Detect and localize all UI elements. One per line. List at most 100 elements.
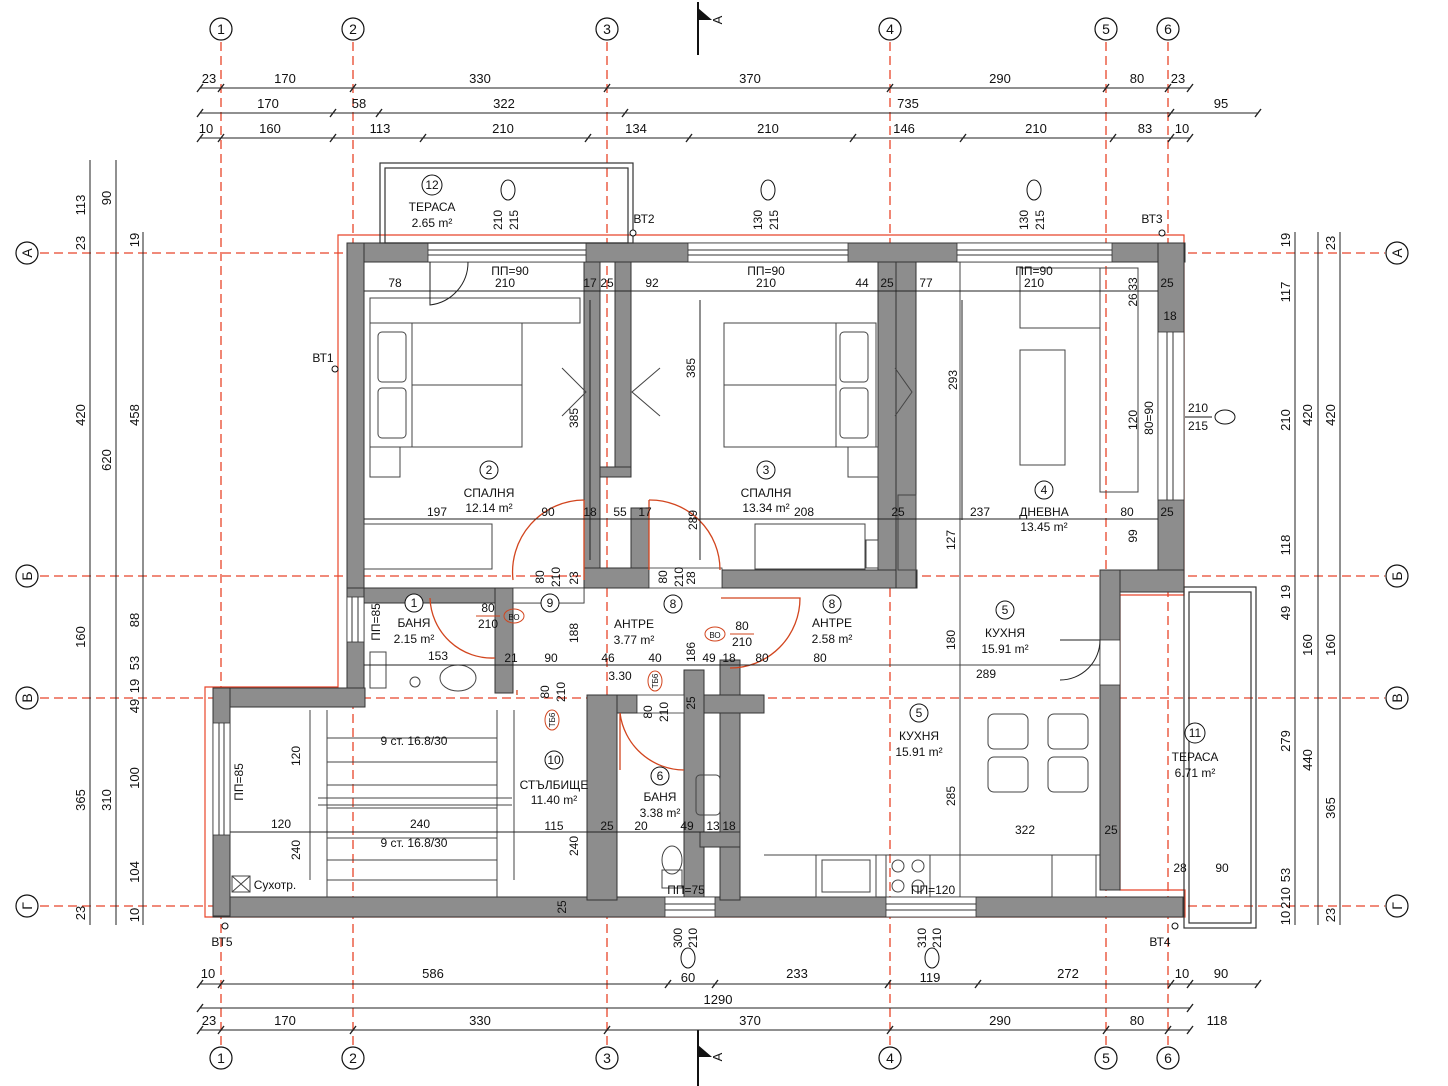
room-6-number: 6 [657,769,664,783]
dimensions-left: 113 420 160 365 23 23 90 620 310 19 458 … [73,191,142,922]
stair-label-2: 9 ст. 16.8/30 [381,836,448,850]
window-tag-6-h2: 210 [930,928,944,948]
door-tag-5-type: ТБ6 [548,712,557,727]
interior-dim-lines [230,290,1158,833]
door-tag-4-h: 210 [732,635,752,649]
room-5a-area: 15.91 m² [981,642,1028,656]
dim-right-14: 23 [1323,236,1338,250]
window-tag-3-h2: 215 [1033,210,1047,230]
room-10-name: СТЪЛБИЩЕ [520,778,589,792]
axis-label-2-bottom: 2 [349,1050,357,1066]
dim-top-20: 210 [1025,121,1047,136]
dim-bottom-15: 118 [1207,1013,1228,1028]
dim-bottom-14: 80 [1130,1013,1144,1028]
idim-64: 90 [1215,861,1229,875]
room-5a-number: 5 [1002,603,1009,617]
dim-left-16: 100 [127,767,142,789]
dim-left-2: 420 [73,404,88,426]
axis-label-5-top: 5 [1102,21,1110,37]
idim-10: 26 [1126,293,1140,307]
door-tag-3-h: 210 [672,567,686,587]
dim-top-8: 170 [257,96,279,111]
window-glazing [218,249,1174,911]
dim-bottom-6: 272 [1057,966,1079,981]
idim-53: 20 [634,819,648,833]
window-label-2: ПП=90 [747,264,785,278]
window-tag-5-h1: 300 [671,928,685,948]
dimensions-bottom: 10 586 60 233 119 272 10 90 1290 23 170 … [201,966,1228,1028]
idim-20: 55 [613,505,627,519]
idim-59: 240 [567,836,581,856]
door-tag-2-h: 210 [549,567,563,587]
dim-top-18: 210 [757,121,779,136]
terrace-11 [1183,586,1257,929]
door-swings [429,261,1101,681]
dim-left-18: 10 [127,908,142,922]
idim-49: 240 [410,817,430,831]
window-label-6: ПП=75 [667,883,705,897]
idim-7: 25 [880,276,894,290]
dim-right-17: 365 [1323,797,1338,819]
door-tag-1-h: 210 [478,617,498,631]
dim-right-4: 118 [1278,535,1293,556]
idim-51: 115 [544,819,563,833]
dim-bottom-2: 586 [422,966,444,981]
idim-34: 90 [544,651,558,665]
door-tag-1-type: ВО [508,613,519,622]
dimensions-top: 23 170 330 370 290 80 23 170 58 322 735 … [199,71,1228,136]
stair-mid-label: 3.30 [608,669,632,683]
room-4-name: ДНЕВНА [1019,505,1068,519]
idim-35: 46 [601,651,615,665]
idim-3: 25 [600,276,614,290]
window-tag-2-h1: 130 [751,210,765,230]
idim-27: 25 [1160,505,1174,519]
room-8a-name: АНТРЕ [614,617,654,631]
axis-label-b-right: Б [1389,571,1405,580]
dim-top-4: 370 [739,71,761,86]
axis-label-g-right: Г [1389,902,1405,910]
idim-39: 18 [722,651,736,665]
dim-left-4: 365 [73,789,88,811]
dim-right-8: 53 [1278,868,1293,882]
idim-5: 210 [756,276,776,290]
dim-top-3: 330 [469,71,491,86]
idim-30: 120 [1126,410,1140,430]
room-12-area: 2.65 m² [412,216,453,230]
idim-61: 25 [555,900,569,914]
room-1-name: БАНЯ [398,616,431,630]
dim-bottom-10: 170 [274,1013,296,1028]
dim-bottom-1: 10 [201,966,215,981]
dim-right-3: 210 [1278,409,1293,431]
axis-label-v-right: В [1389,693,1405,702]
window-tag-4-h1: 210 [1188,401,1208,415]
room-2-number: 2 [486,463,493,477]
window-tag-5-h2: 210 [686,928,700,948]
axis-label-1-top: 1 [217,21,225,37]
room-10-number: 10 [547,753,561,767]
window-sill-labels: ПП=90 ПП=90 ПП=90 ПП=85 ПП=85 ПП=75 ПП=1… [232,264,1053,897]
dim-top-7: 23 [1171,71,1185,86]
dimension-lines [89,87,1341,1031]
door-tag-4-w: 80 [735,619,749,633]
room-1-number: 1 [411,596,418,610]
window-tag-4-h2: 215 [1188,419,1208,433]
door-tag-1-w: 80 [481,601,495,615]
furniture [231,262,1139,898]
axis-label-v-left: В [19,693,35,702]
idim-43: 23 [567,571,581,585]
dim-top-13: 10 [199,121,213,136]
room-5b-number: 5 [916,706,923,720]
dim-top-5: 290 [989,71,1011,86]
idim-25: 237 [970,505,990,519]
dim-top-2: 170 [274,71,296,86]
window-label-5: ПП=85 [232,763,246,801]
dim-top-15: 113 [370,121,391,136]
room-8b-number: 8 [829,597,836,611]
idim-62: 25 [1104,823,1118,837]
bt3-label: ВТ3 [1141,212,1163,226]
room-12-number: 12 [425,178,439,192]
door-tag-3-w: 80 [656,570,670,584]
dim-right-16: 160 [1323,634,1338,656]
idim-38: 49 [702,651,716,665]
